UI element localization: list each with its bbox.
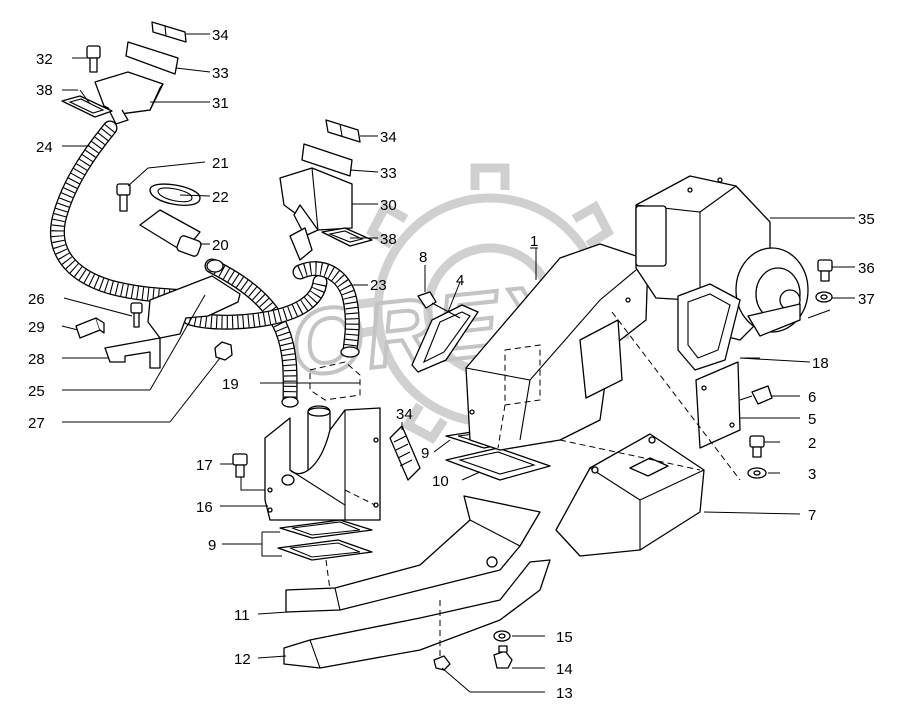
callout-23: 23 bbox=[370, 277, 387, 294]
part-15-washer bbox=[493, 630, 511, 642]
callout-22: 22 bbox=[212, 189, 229, 206]
part-23-hose bbox=[292, 261, 360, 358]
part-14-nut bbox=[493, 645, 513, 669]
part-22-clamp bbox=[149, 183, 201, 206]
callout-30: 30 bbox=[380, 197, 397, 214]
part-32-bolt bbox=[86, 45, 101, 73]
part-2-bolt bbox=[749, 435, 765, 458]
part-20-nozzle bbox=[139, 209, 224, 273]
callout-1: 1 bbox=[530, 233, 538, 250]
part-6-bolt bbox=[739, 385, 773, 405]
callout-6: 6 bbox=[808, 389, 816, 406]
callout-12: 12 bbox=[234, 651, 251, 668]
leader-lines bbox=[61, 33, 855, 693]
part-34-grille bbox=[389, 425, 421, 481]
callout-17: 17 bbox=[196, 457, 213, 474]
part-33-top-left bbox=[125, 41, 179, 75]
callout-33-top: 33 bbox=[212, 65, 229, 82]
callout-34-center: 34 bbox=[380, 129, 397, 146]
callout-38-center: 38 bbox=[380, 231, 397, 248]
callout-31: 31 bbox=[212, 95, 229, 112]
part-10-frame bbox=[445, 447, 551, 481]
part-26-bolt bbox=[130, 302, 143, 328]
part-38-gasket-center bbox=[321, 227, 373, 247]
callout-16: 16 bbox=[196, 499, 213, 516]
part-25-flap bbox=[147, 275, 241, 339]
callout-9-left: 9 bbox=[208, 537, 216, 554]
callout-34-top: 34 bbox=[212, 27, 229, 44]
part-8-screw bbox=[417, 291, 461, 319]
callout-4: 4 bbox=[456, 272, 464, 289]
callout-28: 28 bbox=[28, 351, 45, 368]
part-7-lower-cover bbox=[555, 433, 705, 557]
callout-5: 5 bbox=[808, 411, 816, 428]
callout-11: 11 bbox=[234, 607, 250, 624]
part-24-hose bbox=[49, 120, 223, 308]
callout-37: 37 bbox=[858, 291, 875, 308]
part-33-center bbox=[301, 143, 353, 177]
part-5-cover-plate bbox=[695, 361, 741, 449]
callout-35: 35 bbox=[858, 211, 875, 228]
callout-38-top: 38 bbox=[36, 82, 53, 99]
callout-20: 20 bbox=[212, 237, 229, 254]
part-9-gasket-left bbox=[277, 519, 373, 561]
part-37-washer bbox=[815, 291, 833, 303]
callout-9-right: 9 bbox=[421, 445, 429, 462]
callout-34-grille: 34 bbox=[396, 406, 413, 423]
callout-10: 10 bbox=[432, 473, 449, 490]
part-13-nut bbox=[433, 655, 451, 671]
part-3-washer bbox=[747, 467, 767, 479]
part-16-housing bbox=[264, 407, 381, 521]
part-11-duct bbox=[285, 495, 541, 613]
parts-drawing bbox=[49, 21, 833, 671]
callout-19: 19 bbox=[222, 376, 239, 393]
callout-14: 14 bbox=[556, 661, 573, 678]
part-34-top-left bbox=[151, 21, 187, 43]
part-17-bolt bbox=[232, 453, 248, 478]
callout-29: 29 bbox=[28, 319, 45, 336]
part-29-screw bbox=[75, 317, 105, 339]
callout-26: 26 bbox=[28, 291, 45, 308]
part-36-bolt bbox=[817, 259, 833, 282]
callout-25: 25 bbox=[28, 383, 45, 400]
part-hose-middle bbox=[204, 258, 298, 408]
part-1-main-housing bbox=[465, 243, 649, 451]
part-30-vent-nozzle bbox=[279, 167, 353, 237]
callout-8: 8 bbox=[419, 249, 427, 266]
callout-27: 27 bbox=[28, 415, 45, 432]
callout-36: 36 bbox=[858, 260, 875, 277]
callout-32: 32 bbox=[36, 51, 53, 68]
part-31-vent-nozzle bbox=[94, 71, 164, 125]
callout-3: 3 bbox=[808, 466, 816, 483]
callout-labels: 34 33 32 38 31 24 34 33 21 22 30 38 1 35… bbox=[28, 27, 875, 702]
callout-18: 18 bbox=[812, 355, 829, 372]
part-12-duct bbox=[283, 559, 551, 669]
callout-2: 2 bbox=[808, 435, 816, 452]
callout-7: 7 bbox=[808, 507, 816, 524]
part-38-gasket-top-left bbox=[61, 95, 113, 118]
callout-15: 15 bbox=[556, 629, 573, 646]
part-34-center bbox=[325, 119, 361, 143]
part-28-bracket bbox=[104, 337, 161, 369]
callout-33-center: 33 bbox=[380, 165, 397, 182]
part-4-gasket bbox=[411, 304, 479, 373]
part-27-nut bbox=[214, 341, 233, 361]
callout-21: 21 bbox=[212, 155, 229, 172]
part-18-filter-frame bbox=[677, 283, 741, 371]
callout-13: 13 bbox=[556, 685, 573, 702]
callout-24: 24 bbox=[36, 139, 53, 156]
part-21-bolt bbox=[116, 183, 131, 212]
part-hose-lower bbox=[182, 274, 328, 330]
